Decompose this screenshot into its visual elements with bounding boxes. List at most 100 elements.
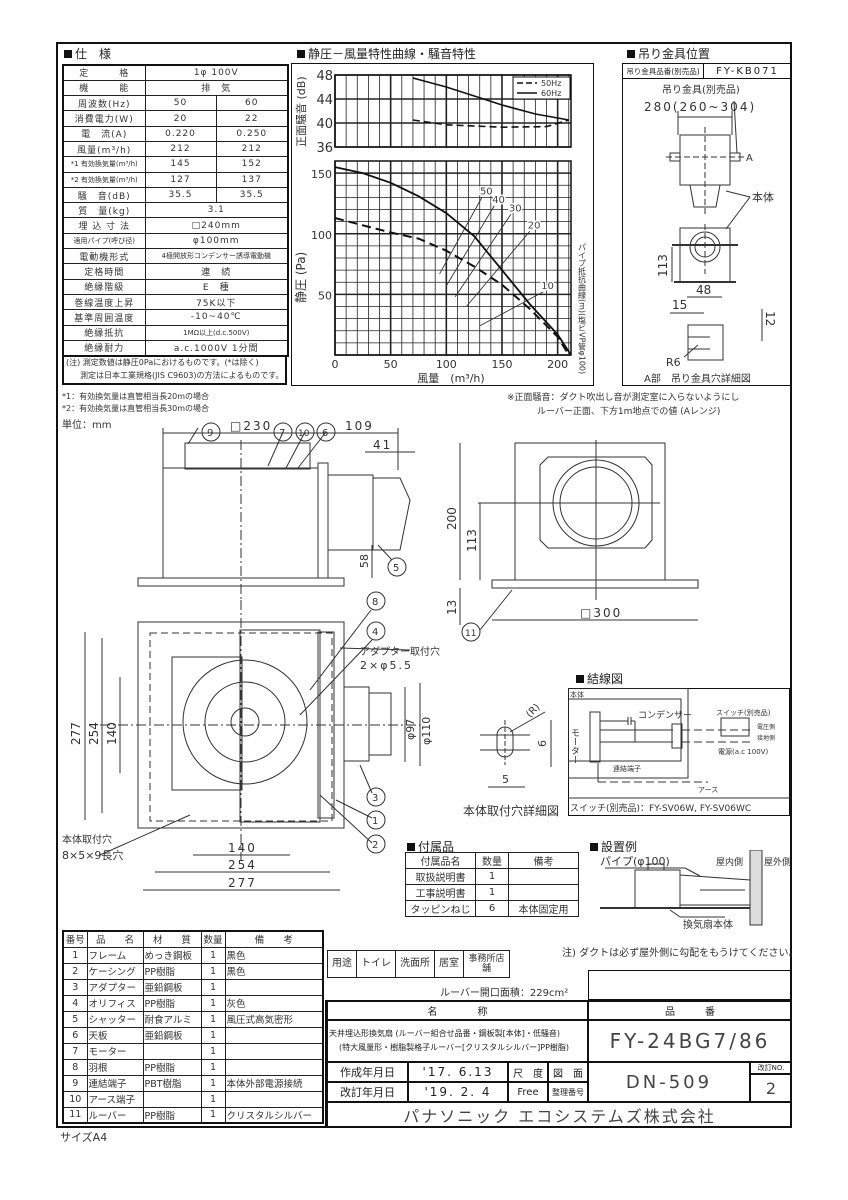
parts-cell	[224, 1042, 324, 1060]
parts-header: 備 考	[224, 930, 324, 948]
spec-label: 基準周囲温度	[62, 309, 146, 326]
parts-cell: クリスタルシルバー	[224, 1106, 324, 1124]
parts-cell	[224, 1090, 324, 1108]
accessory-cell: タッピンねじ	[405, 900, 476, 917]
spec-row: 基準周囲温度-10~40℃	[62, 309, 289, 326]
footnote-2: *2：有効換気量は直管相当長30mの場合	[62, 404, 210, 413]
parts-cell	[224, 1026, 324, 1044]
footnote-1: *1：有効換気量は直管相当長20mの場合	[62, 392, 210, 401]
pipe-resistance-line-20	[466, 231, 531, 307]
accessory-cell: 1	[475, 868, 509, 885]
parts-cell: 8	[62, 1058, 88, 1076]
pipe-resistance-axis-label: パイプ抵抗曲線(m)(塩ビVP管φ100)	[578, 243, 587, 374]
pressure-curve-50Hz	[334, 217, 570, 356]
spec-row: 質 量(kg)3.1	[62, 202, 289, 219]
install-indoor: 屋内側	[716, 856, 743, 868]
scale-value: Free	[508, 1082, 548, 1102]
install-pipe: パイプ(φ100)	[600, 855, 670, 868]
spec-label: 定 格	[62, 64, 146, 81]
hanger-dim-48: 48	[696, 283, 711, 297]
parts-cell: オリフィス	[86, 994, 144, 1012]
usage-label: 用途	[327, 950, 357, 978]
spec-label: 風量(m³/h)	[62, 140, 146, 158]
hanger-caption: A部 吊り金具穴詳細図	[644, 372, 751, 385]
parts-cell: 6	[62, 1026, 88, 1044]
legend-label-60Hz: 60Hz	[541, 89, 561, 98]
noise-line-60Hz	[412, 77, 569, 121]
spec-value: -10~40℃	[144, 309, 289, 326]
spec-value-60hz: 137	[215, 171, 289, 188]
spec-row: 機 能排 気	[62, 79, 289, 97]
accessory-cell	[508, 868, 579, 885]
parts-cell: 黒色	[224, 962, 324, 980]
hanger-dim-113: 113	[656, 254, 670, 277]
spec-row: 定格時間連 続	[62, 263, 289, 280]
spec-value-60hz: 212	[215, 140, 289, 158]
parts-cell: 1	[200, 978, 226, 996]
spec-label: 騒 音(dB)	[62, 186, 146, 204]
legend-label-50Hz: 50Hz	[541, 79, 561, 88]
spec-label: 埋 込 寸 法	[62, 217, 146, 234]
parts-cell: 1	[200, 1026, 226, 1044]
x-tick: 100	[436, 358, 457, 371]
spec-value-60hz: 60	[215, 95, 289, 112]
parts-cell	[142, 1090, 202, 1108]
spec-label: 質 量(kg)	[62, 202, 146, 219]
product-name-line-2: (特大風量形・樹脂製格子ルーバー[クリスタルシルバー]PP樹脂)	[339, 1043, 570, 1052]
spec-row: 埋 込 寸 法□240mm	[62, 217, 289, 234]
parts-cell: 1	[62, 946, 88, 964]
hanger-dim-15: 15	[672, 298, 687, 312]
pressure-curve-60Hz	[334, 166, 572, 356]
accessory-cell: 本体固定用	[508, 900, 579, 917]
parts-cell: PP樹脂	[142, 1106, 202, 1124]
parts-cell: フレーム	[86, 946, 144, 964]
parts-cell: 亜鉛鋼板	[142, 978, 202, 996]
created-label: 作成年月日	[327, 1062, 408, 1082]
unit-label: 単位：mm	[62, 420, 112, 431]
hanger-part-no: FY-KB071	[703, 63, 792, 79]
parts-cell: アース端子	[86, 1090, 144, 1108]
spec-value-60hz: 152	[215, 156, 289, 173]
louver-area: ルーバー開口面積：229cm²	[440, 988, 569, 999]
pressure-y-tick: 50	[318, 289, 332, 302]
parts-cell	[224, 978, 324, 996]
spec-value: 連 続	[144, 263, 289, 280]
parts-cell: 4	[62, 994, 88, 1012]
parts-cell: ルーバー	[86, 1106, 144, 1124]
accessory-cell: 1	[475, 884, 509, 901]
created-date: '17. 6.13	[408, 1062, 508, 1082]
spec-label: 電 流(A)	[62, 125, 146, 142]
spec-label: 機 能	[62, 79, 146, 97]
parts-cell: アダプター	[86, 978, 144, 996]
accessories-title: 付属品	[407, 838, 454, 855]
parts-cell: PP樹脂	[142, 994, 202, 1012]
accessory-cell: 取扱説明書	[405, 868, 476, 885]
spec-value-50hz: 50	[144, 95, 217, 112]
parts-cell: シャッター	[86, 1010, 144, 1028]
spec-row: 適用パイプ(呼び径)φ100mm	[62, 232, 289, 250]
parts-cell: 2	[62, 962, 88, 980]
scale-label: 尺 度	[508, 1062, 548, 1082]
noise-line-50Hz	[412, 119, 570, 129]
hanger-bracket-label: 吊り金具(別売品)	[662, 83, 740, 96]
pressure-y-label: 静圧 (Pa)	[294, 252, 308, 303]
hanger-title: 吊り金具位置	[627, 45, 710, 62]
parts-cell: 亜鉛鋼板	[142, 1026, 202, 1044]
noise-note-1: ※正面騒音：ダクト吹出し音が測定室に入らないようにし	[507, 393, 740, 403]
wiring-body: 本体	[570, 690, 584, 699]
wiring-diagram: 本体 モーター コンデンサー スイッチ(別売品) 電圧側 接地側 電源(a.c …	[568, 688, 790, 814]
spec-value-60hz: 22	[215, 110, 289, 127]
spec-note-box	[62, 355, 287, 385]
noise-y-tick: 48	[316, 69, 333, 84]
